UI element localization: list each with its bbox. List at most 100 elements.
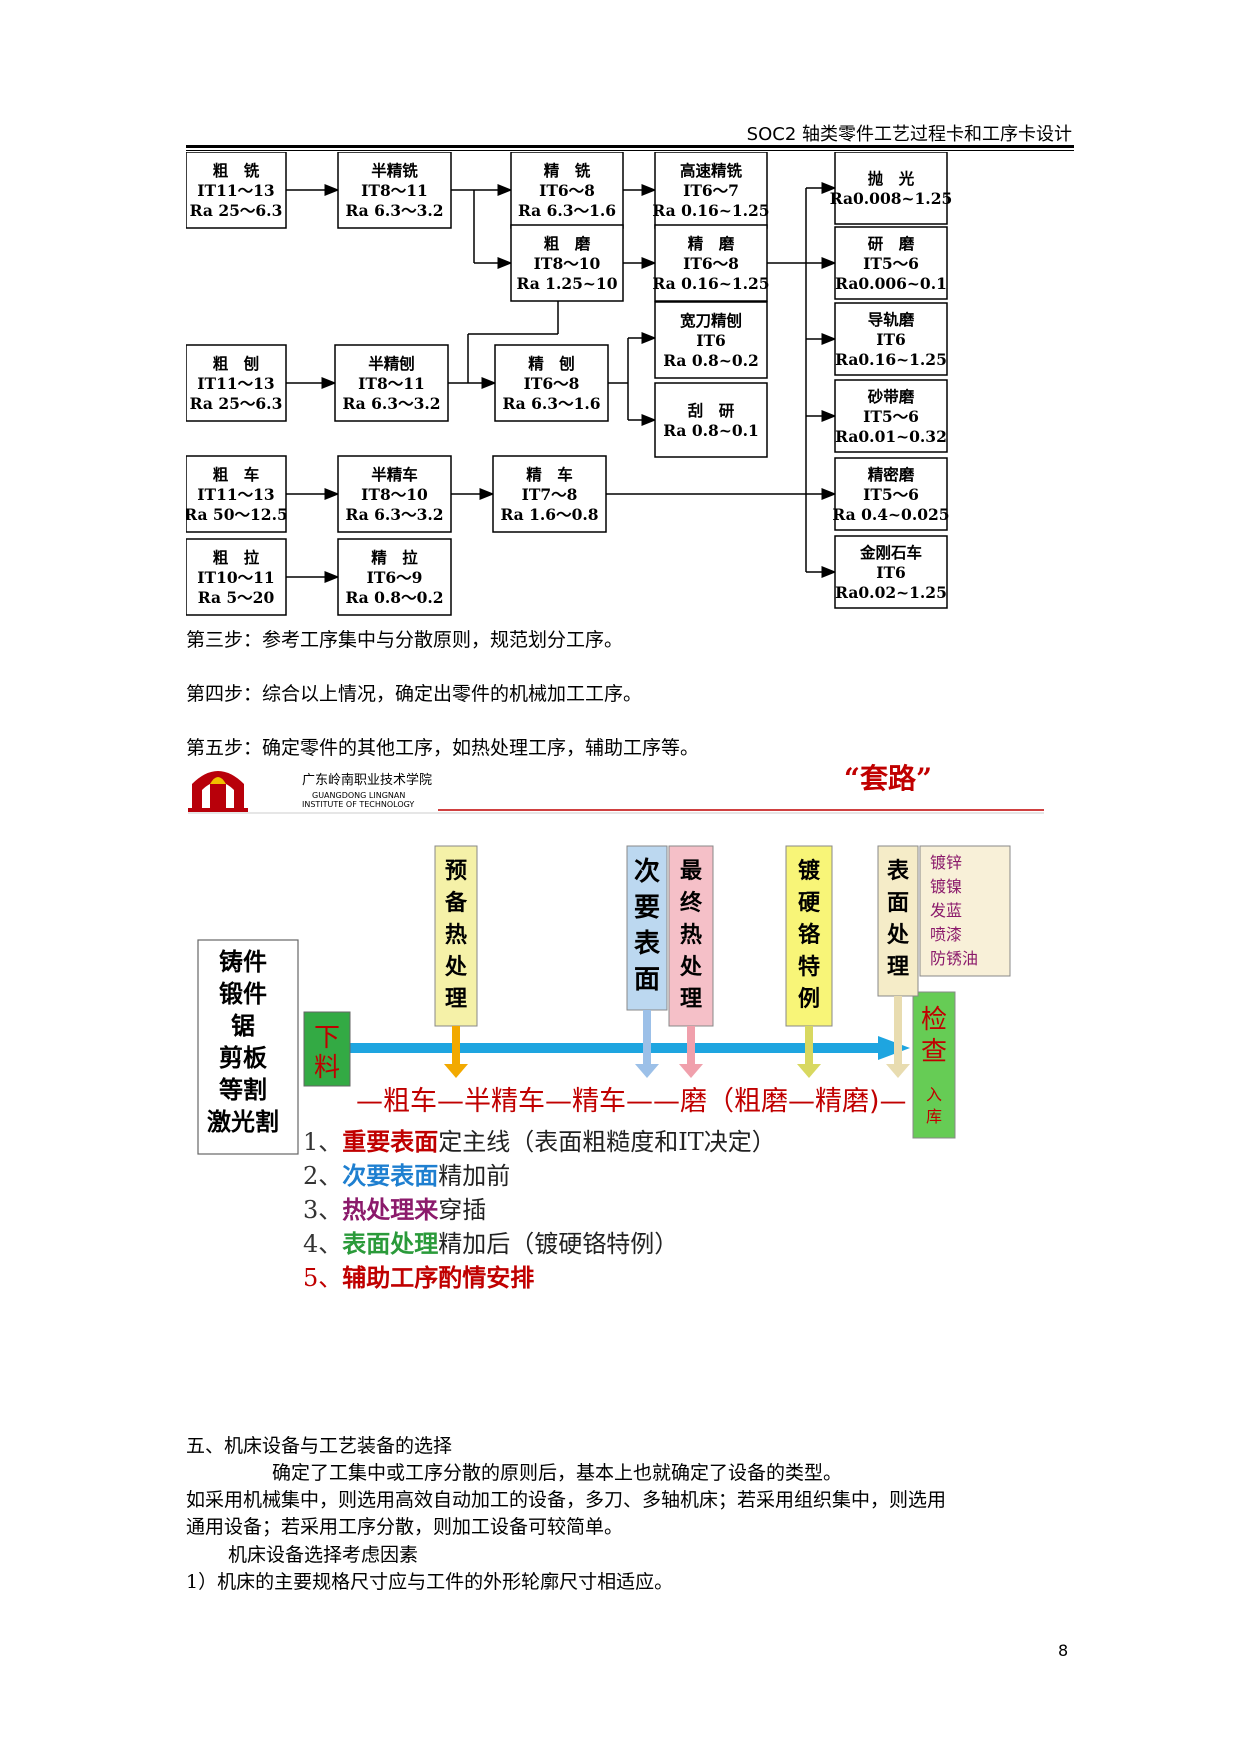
col-biaomian-label: 表面处理 bbox=[886, 858, 910, 980]
flow-box-line: Ra0.008~1.25 bbox=[830, 189, 953, 208]
flow-box-line: IT6～8 bbox=[524, 374, 580, 393]
flow-box-line: 导轨磨 bbox=[868, 310, 915, 329]
flow-box-line: 精 磨 bbox=[688, 234, 735, 253]
flow-box-line: Ra0.02~1.25 bbox=[835, 583, 947, 602]
flow-box-frame bbox=[834, 302, 948, 376]
flow-box-line: Ra 0.8~0.1 bbox=[663, 421, 759, 440]
flow-box-frame bbox=[834, 226, 948, 300]
flow-box-line: 精 拉 bbox=[371, 548, 418, 567]
school-name-cn: 广东岭南职业技术学院 bbox=[302, 772, 432, 788]
rule-item-1: 1、重要表面定主线（表面粗糙度和IT决定） bbox=[303, 1127, 776, 1156]
flow-box-frame bbox=[654, 301, 768, 379]
main-process-arrow bbox=[334, 1043, 878, 1053]
jiancha-box bbox=[912, 991, 956, 1139]
process-route-infographic: 广东岭南职业技术学院 GUANGDONG LINGNAN INSTITUTE O… bbox=[188, 762, 1044, 1292]
flow-box-line: 宽刀精刨 bbox=[680, 311, 742, 330]
flowchart-connectors bbox=[286, 182, 837, 583]
flow-box-line: Ra 6.3～3.2 bbox=[342, 394, 440, 413]
flow-box-frame bbox=[654, 224, 768, 302]
rule-item-3: 3、热处理来穿插 bbox=[303, 1195, 486, 1224]
header-rule bbox=[186, 145, 1074, 148]
surface-options-box bbox=[919, 845, 1011, 977]
flow-box-line: IT8～10 bbox=[534, 254, 601, 273]
col-ciyao-label: 次要表面 bbox=[634, 857, 661, 995]
flow-box-frame bbox=[510, 152, 624, 229]
flow-box-line: 精密磨 bbox=[868, 465, 915, 484]
header-rule-thin bbox=[186, 150, 1074, 151]
flow-box-line: IT8～11 bbox=[361, 181, 428, 200]
flow-box-line: Ra 6.3～3.2 bbox=[345, 201, 443, 220]
flow-box-line: Ra 6.3～1.6 bbox=[502, 394, 600, 413]
flow-box-line: IT6 bbox=[696, 331, 726, 350]
flow-box-line: 金刚石车 bbox=[859, 543, 922, 562]
rules-list: 1、重要表面定主线（表面粗糙度和IT决定）2、次要表面精加前3、热处理来穿插4、… bbox=[303, 1127, 776, 1292]
flow-box-frame bbox=[186, 344, 287, 422]
flow-box-frame bbox=[186, 455, 287, 533]
flow-box-line: 高速精铣 bbox=[680, 161, 743, 180]
rule-item-4: 4、表面处理精加后（镀硬铬特例） bbox=[303, 1229, 678, 1258]
flow-box-frame bbox=[492, 455, 607, 533]
flow-box-line: Ra 0.16~1.25 bbox=[652, 274, 769, 293]
school-name-en-1: GUANGDONG LINGNAN bbox=[312, 791, 405, 800]
jiancha-label: 检查 bbox=[921, 1005, 947, 1067]
flow-box-line: Ra 0.16~1.25 bbox=[652, 201, 769, 220]
flow-box-line: 半精车 bbox=[371, 465, 418, 484]
flow-box-line: Ra 25～6.3 bbox=[190, 201, 283, 220]
flow-box-line: 粗 车 bbox=[213, 465, 260, 484]
flow-box-frame bbox=[494, 344, 609, 422]
flow-box-line: Ra 0.8~0.2 bbox=[663, 351, 759, 370]
flow-box-line: Ra 25～6.3 bbox=[190, 394, 283, 413]
flow-box-line: 粗 铣 bbox=[213, 161, 260, 180]
flow-box-line: IT7～8 bbox=[522, 485, 578, 504]
flow-box-frame bbox=[186, 538, 287, 616]
section-paragraph-1: 确定了工集中或工序分散的原则后，基本上也就确定了设备的类型。 bbox=[272, 1462, 843, 1484]
flow-box-line: IT8～11 bbox=[358, 374, 425, 393]
document-header-title: SOC2 轴类零件工艺过程卡和工序卡设计 bbox=[746, 124, 1072, 145]
col-yubei-label: 预备热处理 bbox=[444, 858, 468, 1012]
flow-box-line: Ra 1.25~10 bbox=[517, 274, 618, 293]
section-paragraph-2b: 通用设备；若采用工序分散，则加工设备可较简单。 bbox=[186, 1516, 624, 1538]
flow-box-line: IT11～13 bbox=[197, 181, 274, 200]
flow-box-line: IT11～13 bbox=[197, 374, 274, 393]
flow-box-line: IT5～6 bbox=[863, 254, 919, 273]
flow-box-frame bbox=[834, 457, 948, 531]
flow-box-line: 半精铣 bbox=[371, 161, 418, 180]
section-heading: 五、机床设备与工艺装备的选择 bbox=[186, 1435, 453, 1457]
flow-box-frame bbox=[834, 152, 948, 225]
col-yubei-box bbox=[434, 845, 478, 1027]
flow-box-line: 粗 刨 bbox=[213, 354, 260, 373]
flow-box-line: 砂带磨 bbox=[868, 387, 915, 406]
flow-box-line: IT6 bbox=[876, 563, 906, 582]
surface-options-list: 镀锌镀镍发蓝喷漆防锈油 bbox=[930, 853, 978, 968]
flow-box-line: IT5～6 bbox=[863, 485, 919, 504]
flow-box-line: 研 磨 bbox=[868, 234, 915, 253]
school-name-en-2: INSTITUTE OF TECHNOLOGY bbox=[302, 800, 414, 809]
flow-box-frame bbox=[337, 152, 452, 229]
page-number: 8 bbox=[1058, 1641, 1069, 1660]
flow-box-line: Ra0.16~1.25 bbox=[835, 350, 947, 369]
school-logo bbox=[188, 771, 248, 812]
flow-box-frame bbox=[337, 455, 452, 533]
slogan-text: “套路” bbox=[844, 762, 932, 795]
xialiao-box bbox=[303, 1011, 351, 1087]
flow-box-line: IT6 bbox=[876, 330, 906, 349]
flow-box-line: Ra 1.6～0.8 bbox=[500, 505, 598, 524]
flow-box-line: 粗 磨 bbox=[544, 234, 591, 253]
